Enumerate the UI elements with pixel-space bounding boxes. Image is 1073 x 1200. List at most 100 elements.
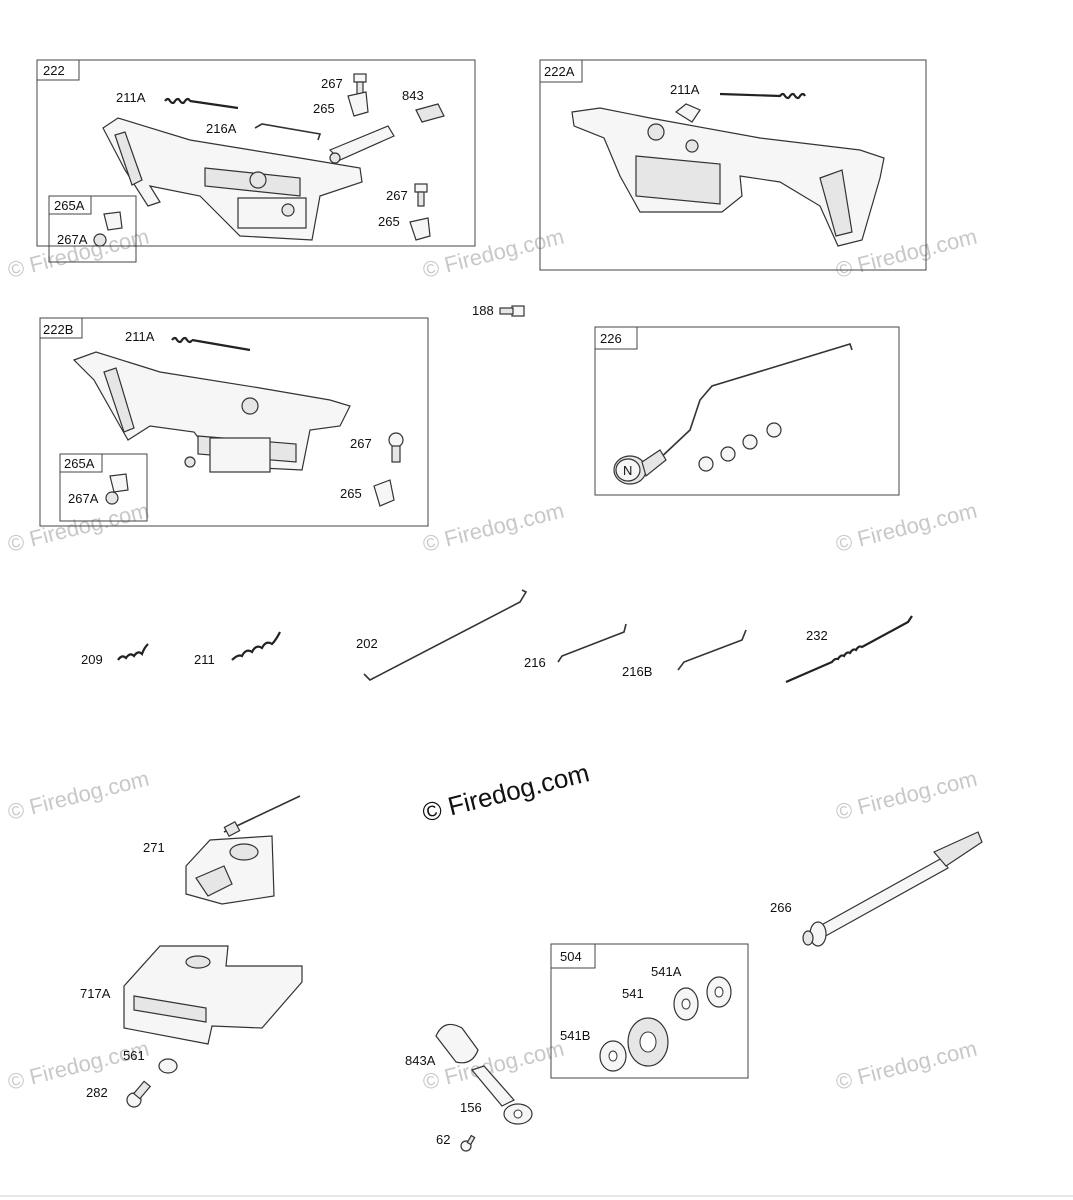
choke-knob-drawing: N bbox=[613, 449, 667, 485]
watermark: © Firedog.com bbox=[833, 1036, 979, 1095]
callout-232: 232 bbox=[806, 628, 828, 643]
terminal-156-drawing bbox=[470, 1065, 515, 1107]
group-222A: 222A 211A bbox=[539, 59, 927, 271]
callout-843A: 843A bbox=[405, 1053, 436, 1068]
group-tag: 222B bbox=[43, 322, 73, 337]
clip-265A-drawing bbox=[109, 473, 129, 493]
knob-symbol: N bbox=[623, 463, 632, 478]
nut-drawing bbox=[766, 422, 782, 438]
callout-216: 216 bbox=[524, 655, 546, 670]
callout-267: 267 bbox=[386, 188, 408, 203]
control-rod-drawing bbox=[655, 343, 853, 463]
watermark: © Firedog.com bbox=[5, 498, 151, 557]
group-tag-box bbox=[594, 326, 638, 350]
callout-271: 271 bbox=[143, 840, 165, 855]
callout-265: 265 bbox=[313, 101, 335, 116]
part-188: 188 bbox=[472, 303, 525, 318]
screw-188-shank bbox=[499, 307, 514, 315]
group-tag-box bbox=[39, 317, 83, 339]
callout-202: 202 bbox=[356, 636, 378, 651]
callout-62: 62 bbox=[436, 1132, 450, 1147]
link-202-drawing bbox=[363, 589, 528, 681]
subgroup-265A: 265A 267A bbox=[59, 453, 148, 522]
group-frame bbox=[550, 943, 749, 1079]
nut-267A-drawing bbox=[93, 233, 107, 247]
rubber-boot-drawing bbox=[435, 1023, 479, 1064]
callout-267: 267 bbox=[350, 436, 372, 451]
watermark: © Firedog.com bbox=[420, 498, 566, 557]
clip-265-drawing bbox=[347, 91, 369, 117]
watermark: © Firedog.com bbox=[5, 766, 151, 825]
part-717A: 717A 561 282 bbox=[80, 945, 303, 1108]
callout-266: 266 bbox=[770, 900, 792, 915]
spring-232-drawing bbox=[785, 615, 913, 684]
callout-265: 265 bbox=[340, 486, 362, 501]
clip-265A-drawing bbox=[103, 211, 123, 231]
callout-211A: 211A bbox=[670, 82, 700, 97]
control-bracket-drawing bbox=[72, 351, 351, 473]
callout-211: 211 bbox=[194, 652, 215, 667]
watermark: © Firedog.com bbox=[5, 1036, 151, 1095]
callout-211A: 211A bbox=[116, 90, 146, 105]
callout-267A: 267A bbox=[57, 232, 88, 247]
spring-211A-drawing bbox=[164, 97, 239, 110]
nut-267A-drawing bbox=[105, 491, 119, 505]
control-bracket-drawing bbox=[102, 117, 395, 241]
callout-717A: 717A bbox=[80, 986, 111, 1001]
callout-267A: 267A bbox=[68, 491, 99, 506]
screw-267-drawing bbox=[388, 432, 404, 463]
subgroup-265A: 265A 267A bbox=[48, 195, 137, 263]
watermark: © Firedog.com bbox=[833, 766, 979, 825]
callout-188: 188 bbox=[472, 303, 494, 318]
watermark-main: © Firedog.com bbox=[419, 757, 592, 827]
group-tag: 226 bbox=[600, 331, 622, 346]
springs-and-links-row: 209 211 202 216 216B 232 bbox=[81, 589, 913, 684]
link-216B-drawing bbox=[677, 629, 747, 671]
clip-265-drawing bbox=[373, 479, 395, 507]
callout-282: 282 bbox=[86, 1085, 108, 1100]
bracket-843-drawing bbox=[415, 103, 445, 123]
group-tag: 222 bbox=[43, 63, 65, 78]
group-frame bbox=[36, 59, 476, 247]
callout-541A: 541A bbox=[651, 964, 682, 979]
screw-188-drawing bbox=[511, 305, 525, 317]
part-271: 271 bbox=[143, 795, 301, 905]
watermark: © Firedog.com bbox=[420, 224, 566, 283]
group-frame bbox=[594, 326, 900, 496]
callout-211A: 211A bbox=[125, 329, 155, 344]
governor-bracket-drawing bbox=[185, 835, 275, 905]
link-216-drawing bbox=[557, 623, 627, 663]
group-222: 222 211A 216A 267 265 843 267 bbox=[36, 59, 476, 263]
callout-216A: 216A bbox=[206, 121, 237, 136]
screw-267-drawing bbox=[414, 183, 428, 207]
spring-211-drawing bbox=[231, 631, 281, 661]
spring-211A-drawing bbox=[719, 92, 806, 100]
group-tag-box bbox=[550, 943, 596, 969]
subgroup-tag: 265A bbox=[54, 198, 85, 213]
callout-209: 209 bbox=[81, 652, 103, 667]
group-504: 504 541A 541 541B bbox=[550, 943, 749, 1079]
group-222B: 222B 211A 267 265 265A 267A bbox=[39, 317, 429, 527]
clip-265-drawing bbox=[409, 217, 431, 241]
callout-267: 267 bbox=[321, 76, 343, 91]
washer-drawing bbox=[720, 446, 736, 462]
control-bracket-drawing bbox=[571, 103, 885, 247]
callout-265: 265 bbox=[378, 214, 400, 229]
callout-561: 561 bbox=[123, 1048, 145, 1063]
callout-541B: 541B bbox=[560, 1028, 590, 1043]
callout-156: 156 bbox=[460, 1100, 482, 1115]
callout-843: 843 bbox=[402, 88, 424, 103]
nut-561-drawing bbox=[158, 1058, 178, 1074]
group-tag: 504 bbox=[560, 949, 582, 964]
nut-drawing bbox=[698, 456, 714, 472]
part-843A: 843A 156 62 bbox=[405, 1023, 533, 1152]
shaft-266-drawing bbox=[815, 857, 949, 939]
part-266: 266 bbox=[770, 831, 983, 947]
group-tag-box bbox=[36, 59, 80, 81]
group-tag: 222A bbox=[544, 64, 575, 79]
callout-216B: 216B bbox=[622, 664, 652, 679]
spring-209-drawing bbox=[117, 643, 149, 661]
group-tag-box bbox=[539, 59, 583, 83]
callout-541: 541 bbox=[622, 986, 644, 1001]
